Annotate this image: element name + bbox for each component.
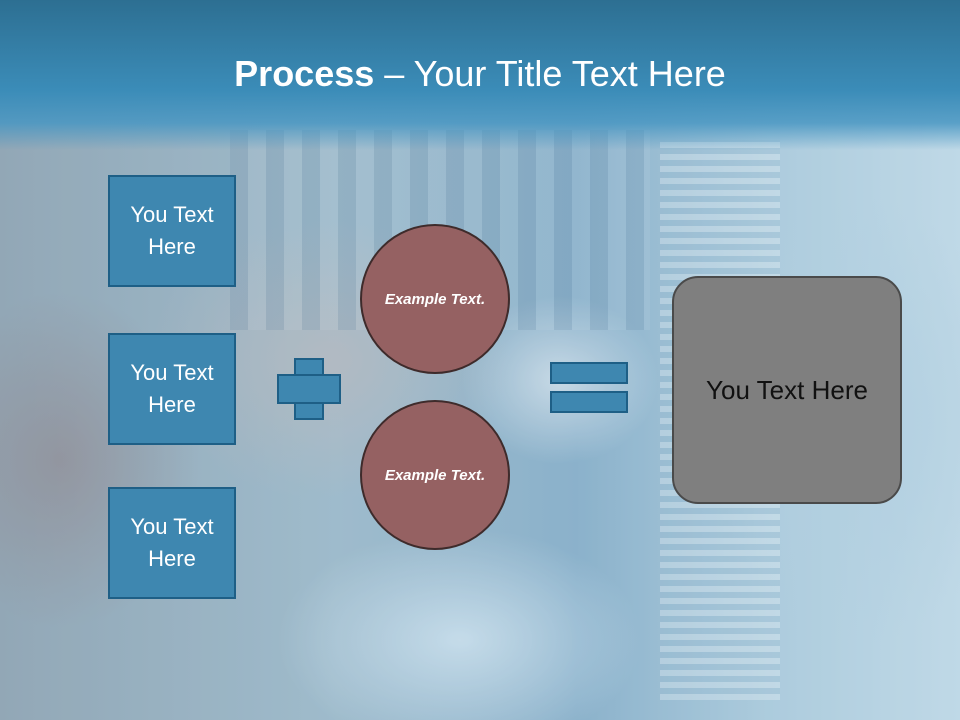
example-circle-label: Example Text.: [384, 290, 486, 308]
left-text-box-2[interactable]: You Text Here: [108, 333, 236, 445]
result-box-label: You Text Here: [706, 374, 868, 405]
plus-icon-center: [296, 376, 322, 402]
slide-title[interactable]: Process – Your Title Text Here: [0, 52, 960, 96]
example-circle-1[interactable]: Example Text.: [360, 224, 510, 374]
title-rest-part: – Your Title Text Here: [374, 53, 726, 94]
left-text-box-label: You Text Here: [130, 514, 214, 571]
left-text-box-1[interactable]: You Text Here: [108, 175, 236, 287]
title-bar: [0, 0, 960, 150]
left-text-box-label: You Text Here: [130, 360, 214, 417]
equals-icon-top-bar: [550, 362, 628, 384]
example-circle-2[interactable]: Example Text.: [360, 400, 510, 550]
left-text-box-label: You Text Here: [130, 202, 214, 259]
left-text-box-3[interactable]: You Text Here: [108, 487, 236, 599]
title-bold-part: Process: [234, 53, 375, 94]
result-box[interactable]: You Text Here: [672, 276, 902, 504]
example-circle-label: Example Text.: [384, 466, 486, 484]
equals-icon-bottom-bar: [550, 391, 628, 413]
